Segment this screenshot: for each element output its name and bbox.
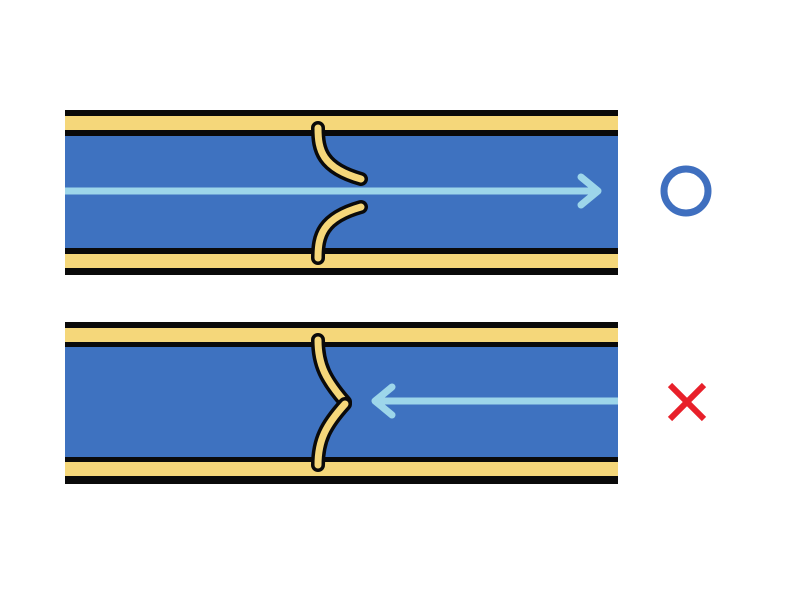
- valve-open: [311, 121, 368, 265]
- panel-open-valve: [65, 110, 712, 275]
- vessel-wall-bottom: [65, 254, 618, 268]
- valve-cusp-lower: [314, 203, 365, 262]
- valve-cusp-lower: [314, 400, 349, 469]
- vessel-wall-top: [65, 116, 618, 130]
- flow-arrow-left: [371, 383, 618, 419]
- cross-stroke-b: [667, 382, 707, 422]
- valve-cusp-upper: [314, 336, 349, 406]
- vessel-wall-bottom: [65, 462, 618, 476]
- flow-arrow-head: [577, 173, 602, 209]
- valve-closed: [311, 333, 352, 472]
- correct-circle-icon: [660, 165, 712, 217]
- valve-cusp-upper: [314, 124, 365, 183]
- flow-arrow-head: [371, 383, 396, 419]
- wrong-cross-icon: [667, 382, 707, 422]
- vessel-wall-top: [65, 328, 618, 342]
- flow-arrow-right: [65, 173, 602, 209]
- panel-closed-valve: [65, 322, 707, 484]
